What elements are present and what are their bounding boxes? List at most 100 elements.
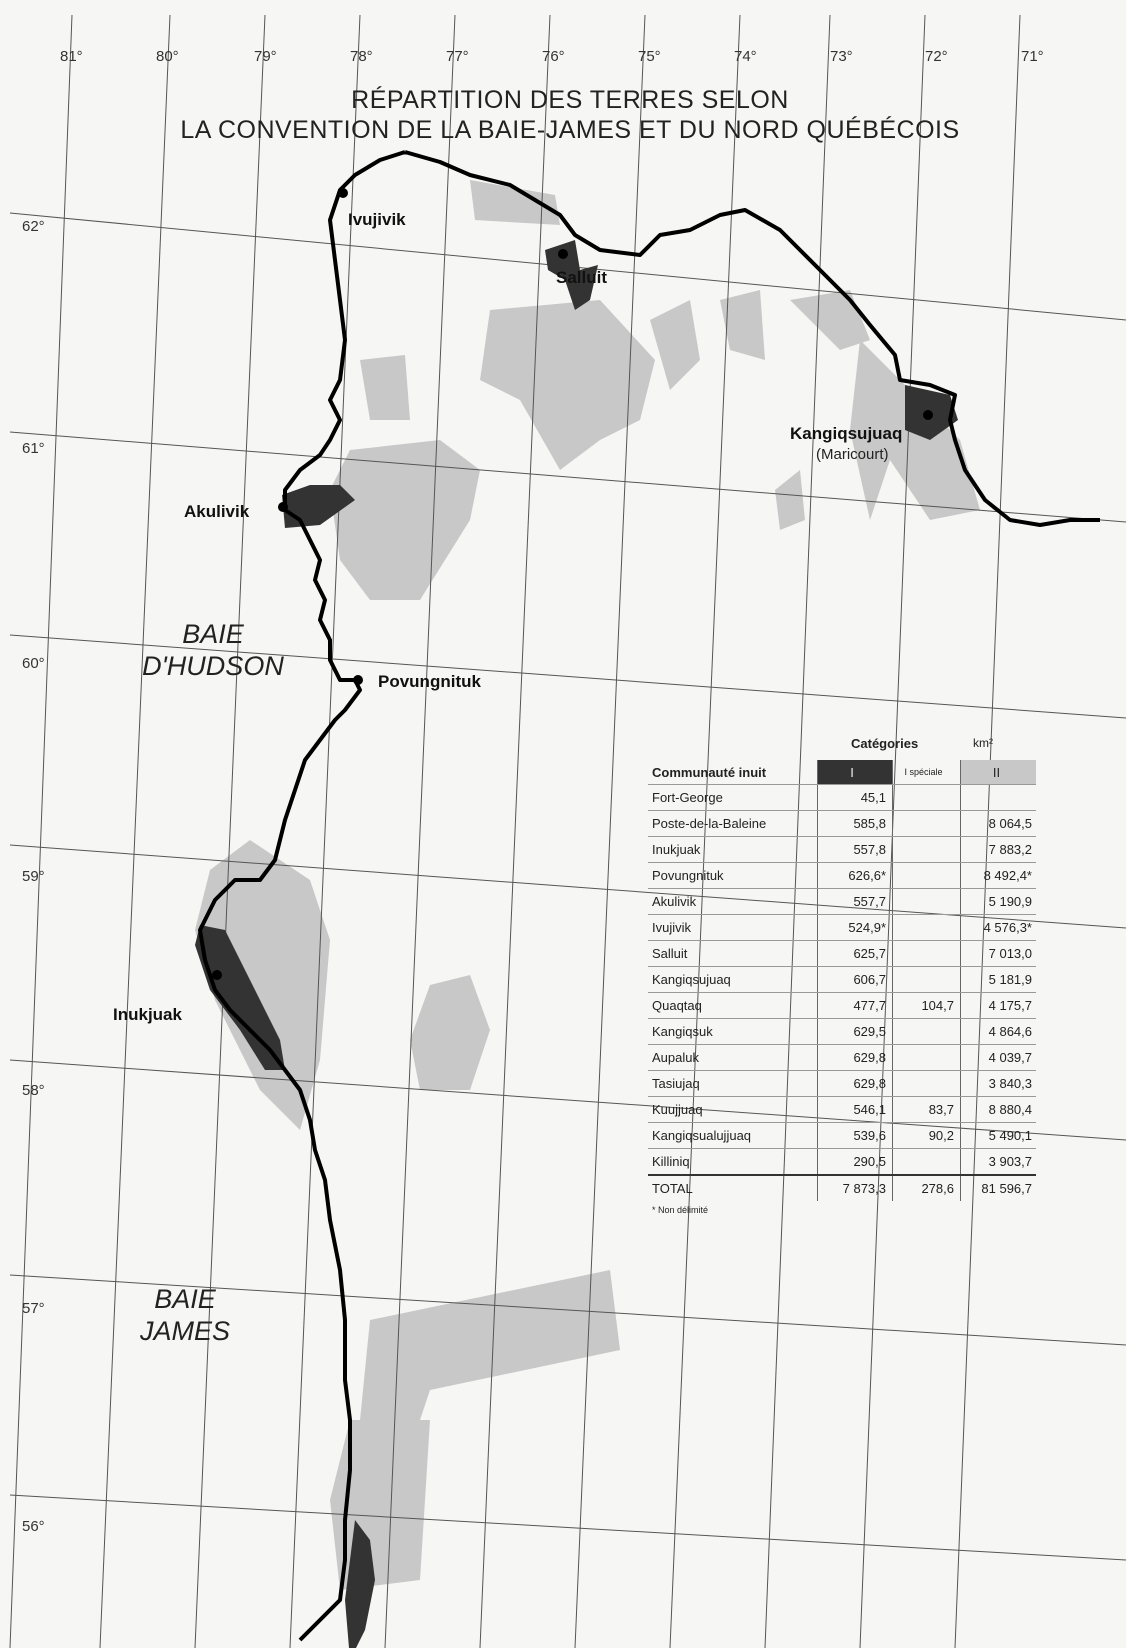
category-ii-lands (195, 180, 980, 1590)
place-povungnituk: Povungnituk (378, 672, 481, 691)
dot-inukjuak (212, 970, 222, 980)
place-akulivik: Akulivik (184, 502, 250, 521)
sea-label-hudson: BAIE D'HUDSON (118, 618, 308, 682)
table-categories-label: Catégories (851, 736, 919, 751)
land-i-akulivik (282, 485, 355, 528)
table-header-category-ii: II (960, 760, 1036, 784)
cell-category-i: 629,8 (817, 1071, 892, 1096)
cell-category-ii: 5 490,1 (960, 1123, 1036, 1148)
cell-category-i-special (892, 785, 960, 810)
cell-category-i: 524,9* (817, 915, 892, 940)
longitude-label: 81° (60, 48, 83, 65)
longitude-label: 76° (542, 48, 565, 65)
cell-community: Kangiqsuk (652, 1024, 713, 1039)
cell-category-i-special: 90,2 (892, 1123, 960, 1148)
table-footnote: * Non délimité (652, 1205, 709, 1215)
cell-category-i: 629,8 (817, 1045, 892, 1070)
dot-kangiqsujuaq (923, 410, 933, 420)
cell-category-i-special (892, 1045, 960, 1070)
land-ii-north-east-3 (790, 290, 870, 350)
cell-community: Povungnituk (652, 868, 724, 883)
longitude-label: 73° (830, 48, 853, 65)
meridian-line (669, 14, 741, 1648)
cell-community: Poste-de-la-Baleine (652, 816, 767, 831)
latitude-label: 60° (22, 655, 45, 672)
parallel-line (9, 1274, 1126, 1346)
cell-total-category-ii: 81 596,7 (960, 1176, 1036, 1201)
meridian-line (9, 14, 73, 1648)
cell-category-i-special (892, 915, 960, 940)
cell-category-ii: 3 903,7 (960, 1149, 1036, 1174)
cell-community: Akulivik (652, 894, 697, 909)
cell-total-label: TOTAL (652, 1181, 693, 1196)
cell-category-i-special (892, 1071, 960, 1096)
table-row: Killiniq 290,5 3 903,7 (648, 1148, 1036, 1174)
sea-label-james-line-1: BAIE (154, 1284, 216, 1314)
cell-category-ii: 7 013,0 (960, 941, 1036, 966)
cell-category-i: 625,7 (817, 941, 892, 966)
place-kangiqsujuaq: Kangiqsujuaq (790, 424, 903, 443)
cell-category-ii: 8 880,4 (960, 1097, 1036, 1122)
cell-community: Kangiqsujuaq (652, 972, 731, 987)
dot-povungnituk (353, 675, 363, 685)
cell-category-i: 606,7 (817, 967, 892, 992)
land-ii-north-east-1 (650, 300, 700, 390)
cell-category-i: 557,8 (817, 837, 892, 862)
cell-community: Killiniq (652, 1154, 690, 1169)
cell-category-i: 557,7 (817, 889, 892, 914)
longitude-label: 80° (156, 48, 179, 65)
cell-category-ii: 8 492,4* (960, 863, 1036, 888)
meridian-line (99, 14, 171, 1648)
map-title-line-1: RÉPARTITION DES TERRES SELON (351, 86, 789, 114)
meridian-line (764, 14, 831, 1648)
longitude-label: 71° (1021, 48, 1044, 65)
longitude-label: 79° (254, 48, 277, 65)
place-salluit: Salluit (556, 268, 608, 287)
dot-salluit (558, 249, 568, 259)
land-category-table: Catégories km² Communauté inuit I I spéc… (648, 736, 1036, 1215)
coastline (198, 150, 1100, 1642)
sea-label-james-line-2: JAMES (139, 1316, 231, 1346)
latitude-label: 62° (22, 218, 45, 235)
cell-category-i: 546,1 (817, 1097, 892, 1122)
cell-category-i-special (892, 811, 960, 836)
land-ii-ivujivik-east (470, 180, 560, 225)
land-ii-akulivik-main (330, 440, 480, 600)
cell-category-i-special (892, 863, 960, 888)
latitude-label: 58° (22, 1082, 45, 1099)
cell-category-i-special (892, 837, 960, 862)
land-i-salluit (545, 240, 598, 310)
longitude-label: 75° (638, 48, 661, 65)
cell-category-ii: 4 864,6 (960, 1019, 1036, 1044)
cell-community: Kangiqsualujjuaq (652, 1128, 752, 1143)
cell-category-ii: 4 039,7 (960, 1045, 1036, 1070)
cell-category-ii: 5 190,9 (960, 889, 1036, 914)
cell-category-i: 290,5 (817, 1149, 892, 1174)
cell-category-i: 477,7 (817, 993, 892, 1018)
land-ii-north-east-2 (720, 290, 765, 360)
land-i-inukjuak (195, 925, 285, 1070)
sea-label-hudson-line-2: D'HUDSON (142, 651, 284, 681)
table-header-community: Communauté inuit (652, 764, 767, 780)
cell-category-i: 626,6* (817, 863, 892, 888)
cell-category-ii: 5 181,9 (960, 967, 1036, 992)
latitude-label: 61° (22, 440, 45, 457)
meridian-line (479, 14, 551, 1648)
settlement-markers (212, 188, 933, 980)
latitude-label: 57° (22, 1300, 45, 1317)
land-ii-inukjuak-east (410, 975, 490, 1090)
land-ii-akulivik-west (360, 355, 410, 420)
cell-category-ii: 4 576,3* (960, 915, 1036, 940)
cell-community: Fort-George (652, 790, 723, 805)
place-ivujivik: Ivujivik (348, 210, 406, 229)
cell-community: Ivujivik (652, 920, 692, 935)
parallel-line (9, 431, 1126, 523)
table-row: Povungnituk 626,6* 8 492,4* (648, 862, 1036, 888)
